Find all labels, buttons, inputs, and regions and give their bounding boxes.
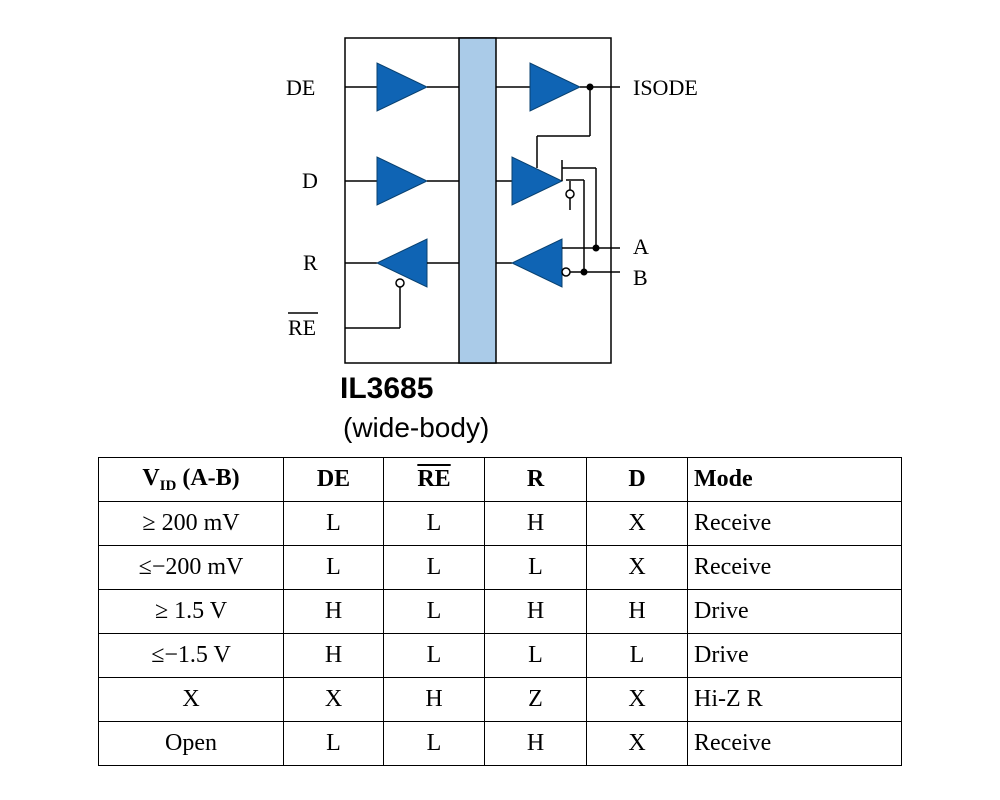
cell-de: L <box>283 545 384 590</box>
part-name: IL3685 <box>340 372 434 405</box>
cell-r: L <box>484 633 587 678</box>
cell-re: L <box>383 589 485 634</box>
cell-r: H <box>484 721 587 766</box>
cell-mode: Receive <box>687 501 902 546</box>
line-driver <box>511 156 564 206</box>
cell-de: L <box>283 721 384 766</box>
cell-re: L <box>383 545 485 590</box>
cell-de: L <box>283 501 384 546</box>
cell-r: H <box>484 589 587 634</box>
a-junction-dot <box>592 244 600 252</box>
cell-mode: Receive <box>687 545 902 590</box>
transceiver-block-diagram: DE D R RE ISODE A B <box>286 37 698 364</box>
pin-label-a: A <box>633 234 649 259</box>
cell-d: X <box>586 721 688 766</box>
de-output-buffer <box>529 62 582 112</box>
pin-label-re: RE <box>288 315 316 340</box>
pin-label-b: B <box>633 265 648 290</box>
cell-vid: ≥ 200 mV <box>98 501 284 546</box>
cell-re: L <box>383 501 485 546</box>
cell-de: X <box>283 677 384 722</box>
cell-d: L <box>586 633 688 678</box>
header-re: RE <box>383 457 485 502</box>
cell-d: X <box>586 501 688 546</box>
cell-vid: Open <box>98 721 284 766</box>
cell-vid: X <box>98 677 284 722</box>
part-variant: (wide-body) <box>343 412 490 443</box>
isolation-barrier <box>458 37 497 364</box>
header-mode: Mode <box>687 457 902 502</box>
re-inverting-bubble <box>395 278 405 288</box>
cell-mode: Hi-Z R <box>687 677 902 722</box>
table-header-row: VID (A-B) DE RE R D Mode <box>98 457 902 502</box>
cell-mode: Receive <box>687 721 902 766</box>
cell-d: X <box>586 677 688 722</box>
cell-re: L <box>383 633 485 678</box>
cell-d: X <box>586 545 688 590</box>
header-r: R <box>484 457 587 502</box>
cell-de: H <box>283 633 384 678</box>
cell-re: L <box>383 721 485 766</box>
d-isolator-buffer <box>376 156 429 206</box>
cell-r: H <box>484 501 587 546</box>
pin-label-d: D <box>302 168 318 193</box>
cell-mode: Drive <box>687 633 902 678</box>
line-receiver <box>510 238 563 288</box>
cell-vid: ≤−200 mV <box>98 545 284 590</box>
driver-inverting-bubble <box>565 189 575 199</box>
cell-de: H <box>283 589 384 634</box>
header-de: DE <box>283 457 384 502</box>
pin-label-r: R <box>303 250 318 275</box>
b-junction-dot <box>580 268 588 276</box>
de-isolator-buffer <box>376 62 429 112</box>
cell-vid: ≥ 1.5 V <box>98 589 284 634</box>
cell-d: H <box>586 589 688 634</box>
pin-label-de: DE <box>286 75 315 100</box>
cell-mode: Drive <box>687 589 902 634</box>
receiver-inverting-bubble <box>561 267 571 277</box>
cell-r: L <box>484 545 587 590</box>
cell-r: Z <box>484 677 587 722</box>
pin-label-isode: ISODE <box>633 75 698 100</box>
cell-vid: ≤−1.5 V <box>98 633 284 678</box>
header-d: D <box>586 457 688 502</box>
header-vid: VID (A-B) <box>98 457 284 502</box>
cell-re: H <box>383 677 485 722</box>
